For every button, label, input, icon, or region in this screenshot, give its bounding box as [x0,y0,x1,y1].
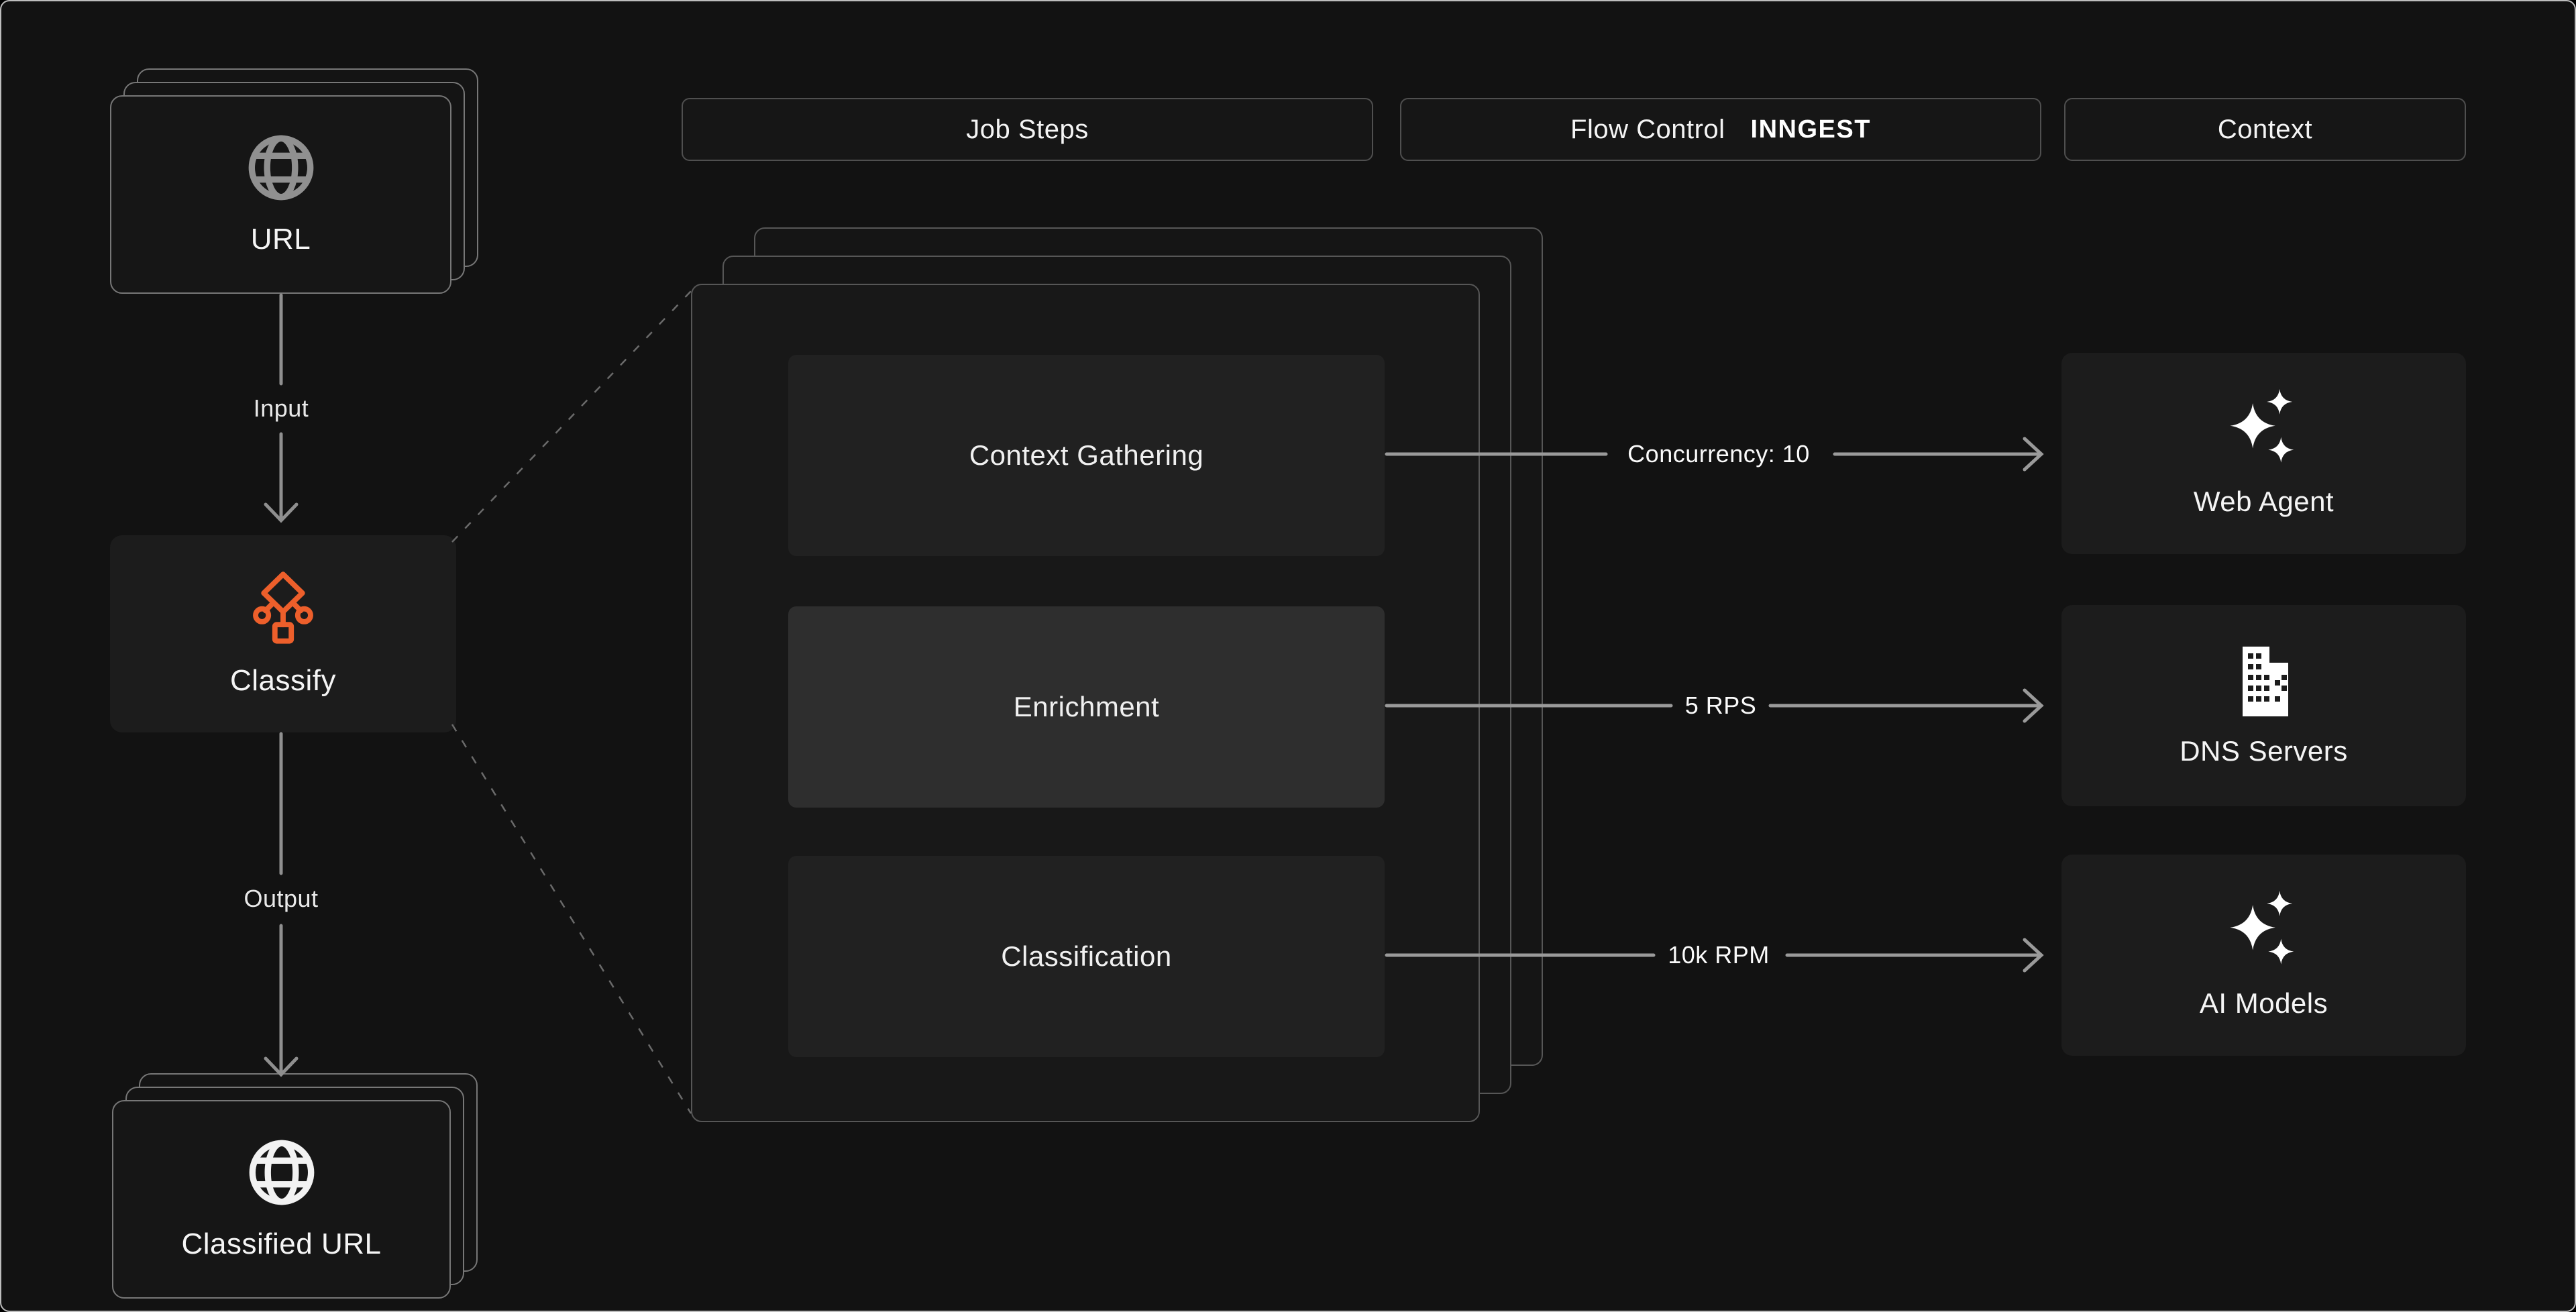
context-card-ai-models: AI Models [2061,855,2466,1056]
context-label: Context [2217,114,2313,144]
url-card-label: URL [250,223,311,256]
classify-label: Classify [229,663,337,697]
step-context-gathering: Context Gathering [788,355,1385,556]
globe-icon [248,135,313,201]
classify-node: Classify [110,535,456,732]
dashed-link-top [451,290,692,543]
globe-icon [249,1140,314,1205]
step-label: Enrichment [1013,691,1160,722]
step-enrichment: Enrichment [788,606,1385,808]
context-card-web-agent: Web Agent [2061,353,2466,554]
context-card-dns-servers: DNS Servers [2061,605,2466,806]
step-label: Context Gathering [969,439,1204,471]
dashed-link-bottom [451,724,692,1114]
context-card-label: AI Models [2199,987,2328,1019]
classified-url-card-label: Classified URL [181,1227,382,1260]
header-chip-flow-control[interactable]: Flow Control INNGEST [1400,98,2041,161]
url-card: URL [110,95,451,294]
output-label: Output [244,885,319,912]
input-label: Input [253,394,309,422]
classify-tree-icon [253,571,313,644]
context-card-label: DNS Servers [2180,735,2348,767]
classified-url-card: Classified URL [112,1100,451,1299]
sparkles-icon [2229,389,2294,463]
connection-label-rpm: 10k RPM [1668,941,1770,969]
header-chip-context[interactable]: Context [2064,98,2466,161]
job-steps-panel: Context Gathering Enrichment Classificat… [691,284,1480,1122]
header-chip-job-steps[interactable]: Job Steps [682,98,1373,161]
connection-label-concurrency: Concurrency: 10 [1627,440,1810,468]
sparkles-icon [2229,891,2294,965]
job-steps-label: Job Steps [966,114,1089,144]
step-classification: Classification [788,856,1385,1057]
connection-label-rps: 5 RPS [1684,692,1757,719]
building-icon [2242,647,2288,716]
inngest-logo: INNGEST [1750,115,1871,144]
flow-control-label: Flow Control [1570,114,1725,144]
step-label: Classification [1001,940,1172,972]
context-card-label: Web Agent [2193,486,2334,517]
